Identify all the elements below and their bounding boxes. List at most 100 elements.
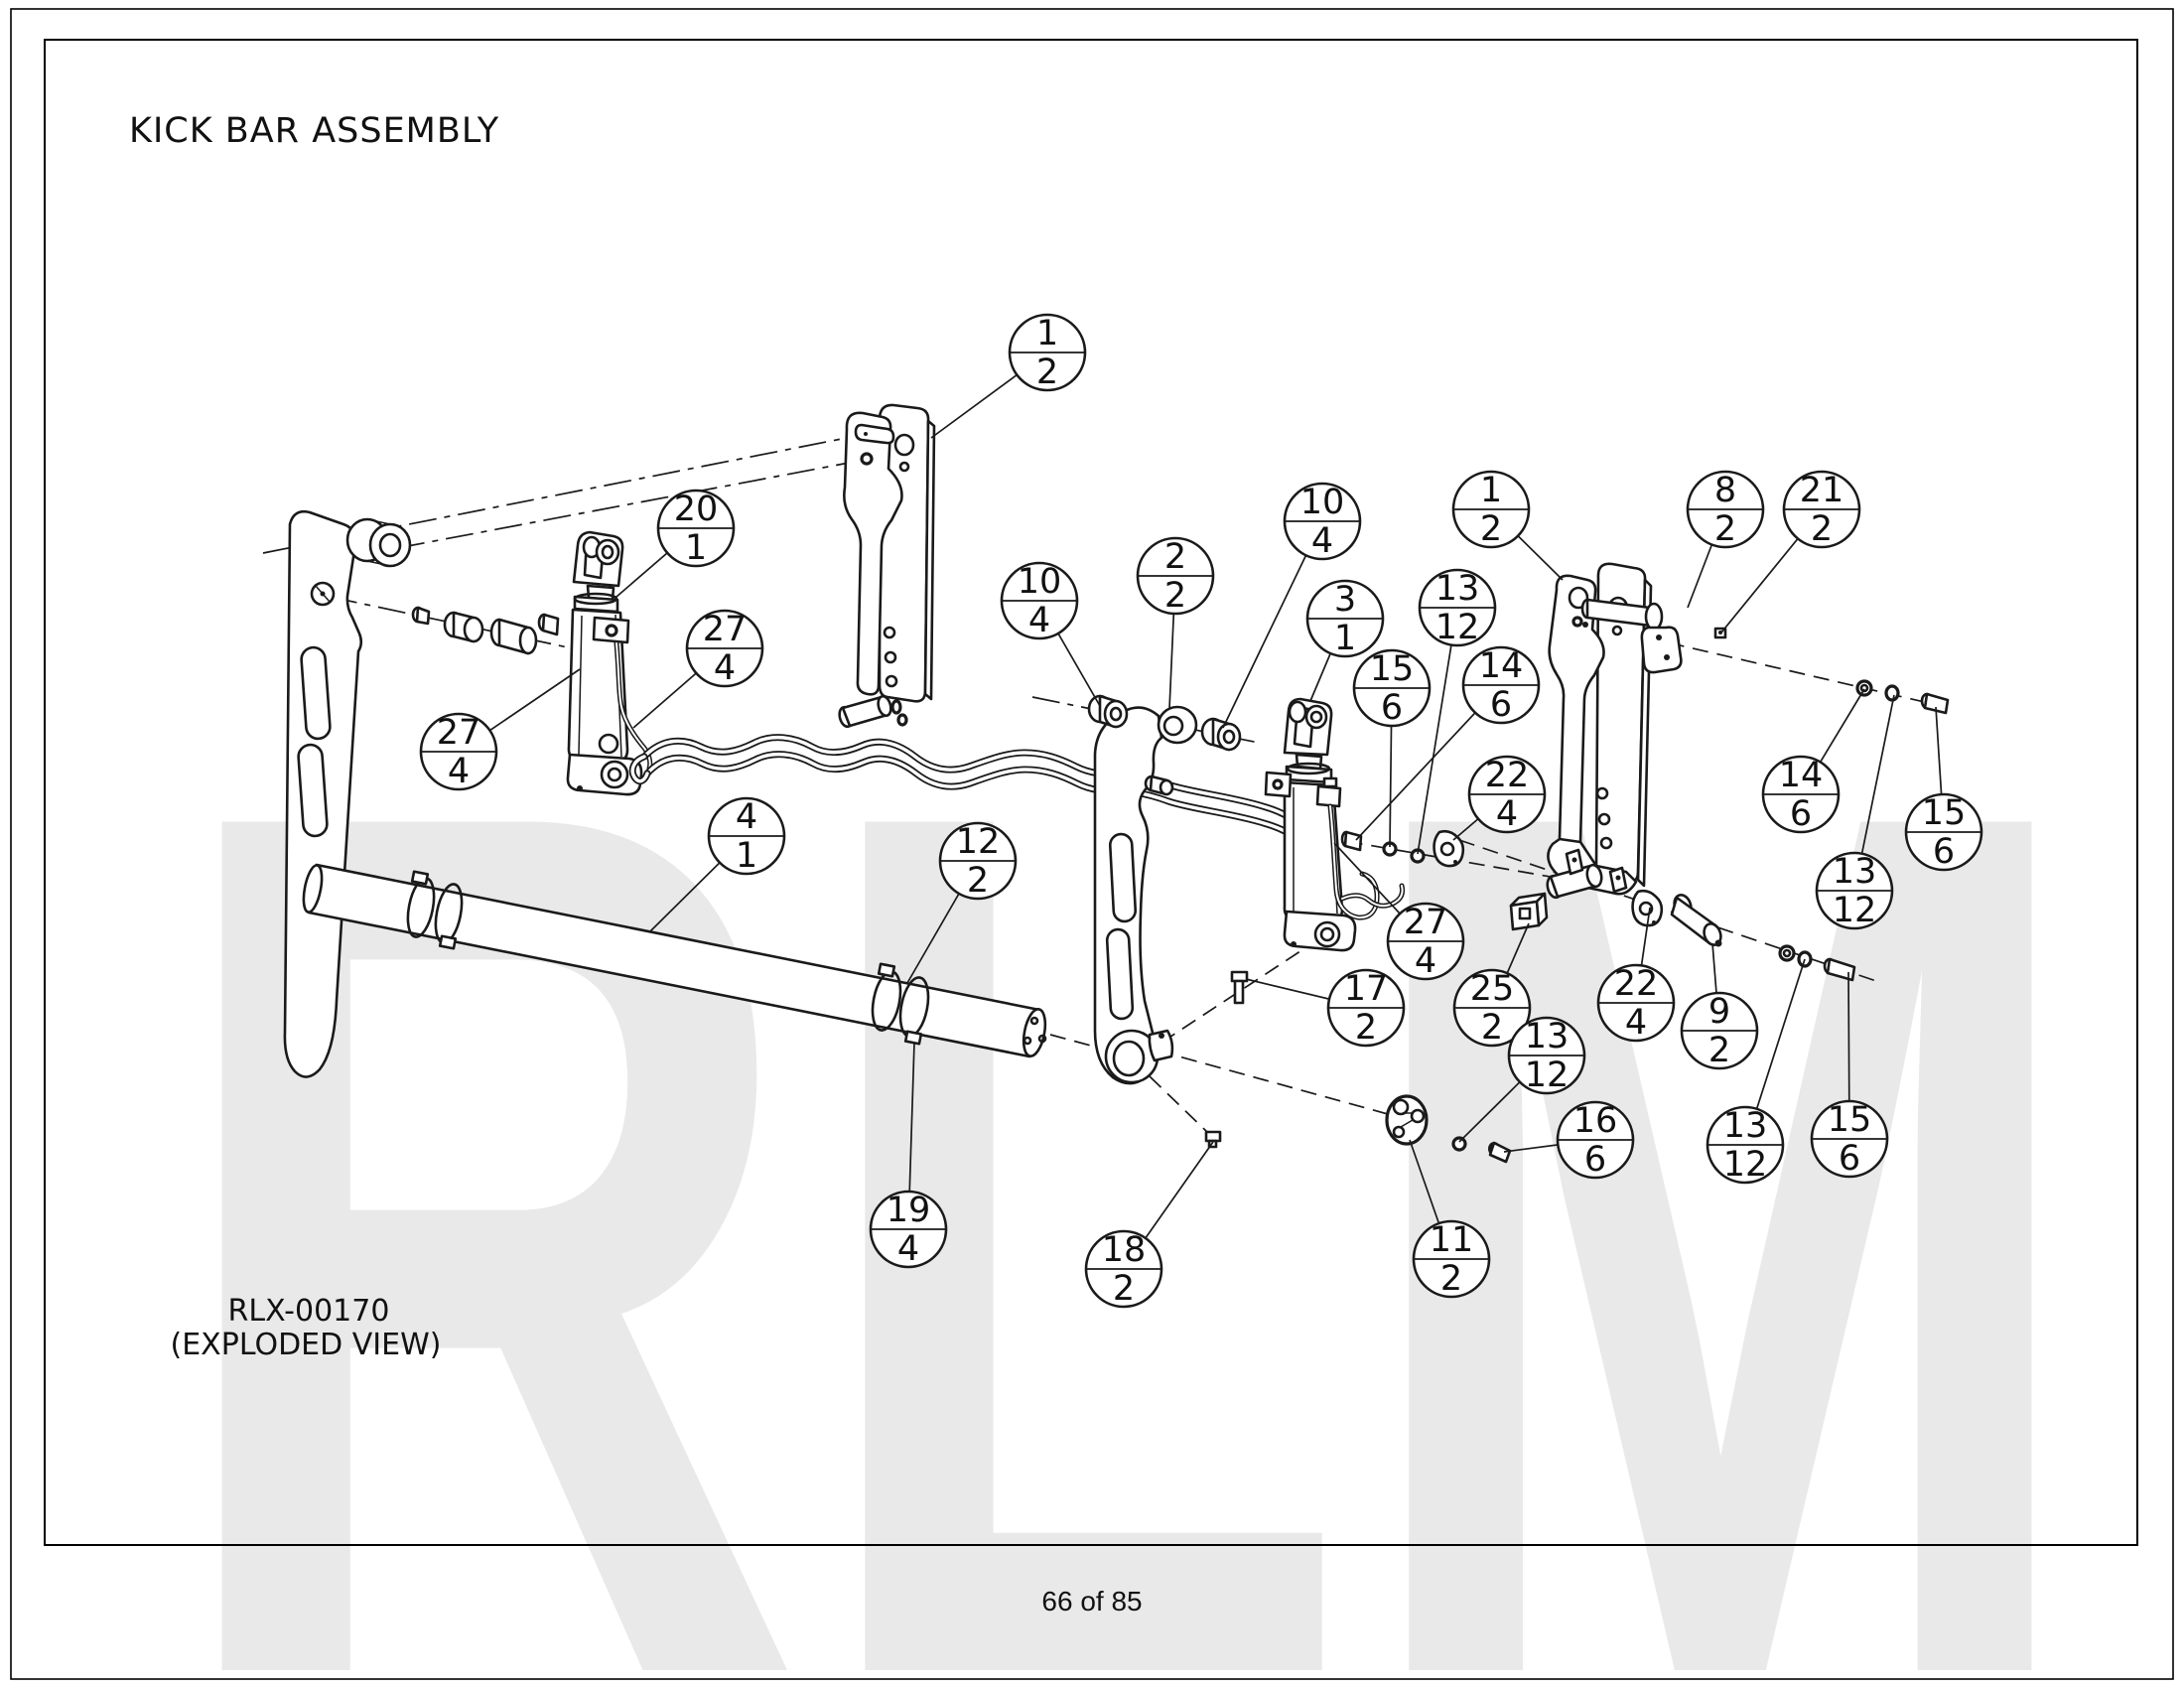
item-quantity: 6 [1584,1140,1606,1180]
callout-balloon: 146 [1355,645,1541,841]
callout-balloon: 212 [1720,470,1861,633]
item-quantity: 4 [1311,521,1333,561]
item-quantity: 2 [1708,1031,1730,1070]
item-number: 13 [1833,852,1877,892]
hydraulic-cylinder-right [1264,697,1406,952]
item-quantity: 12 [1723,1145,1768,1185]
item-number: 16 [1573,1101,1618,1141]
item-number: 22 [1614,964,1659,1004]
item-quantity: 1 [685,528,707,568]
item-quantity: 12 [1525,1055,1570,1095]
footer-view-label: (EXPLODED VIEW) [171,1328,442,1362]
callout-balloon: 201 [615,489,736,598]
item-number: 13 [1723,1106,1768,1146]
item-number: 14 [1479,646,1524,686]
item-number: 27 [437,713,481,753]
upright-bracket-right [1546,562,1653,900]
item-number: 1 [1480,471,1502,510]
item-quantity: 2 [1811,509,1833,549]
callout-balloon: 104 [1000,561,1101,707]
center-pivot-arm [1093,705,1198,1085]
callout-balloon: 156 [1810,971,1889,1179]
item-number: 14 [1779,756,1824,795]
item-quantity: 2 [1036,352,1058,392]
item-number: 13 [1525,1017,1570,1056]
item-number: 15 [1370,649,1415,689]
item-quantity: 1 [1334,619,1356,658]
item-quantity: 6 [1790,794,1812,834]
item-number: 2 [1164,537,1186,577]
item-quantity: 4 [714,648,736,688]
callout-balloon: 252 [1452,922,1532,1048]
item-number: 25 [1470,969,1515,1009]
callout-balloon: 22 [1136,536,1215,710]
item-number: 12 [956,822,1001,862]
item-number: 3 [1334,580,1356,620]
item-quantity: 6 [1490,685,1512,725]
item-quantity: 1 [736,836,757,876]
exploded-drawing [262,403,1950,1164]
item-quantity: 2 [1440,1259,1462,1299]
item-number: 21 [1800,471,1844,510]
item-number: 15 [1828,1100,1872,1140]
item-quantity: 2 [1113,1269,1135,1309]
callout-balloon: 112 [1409,1139,1491,1299]
tube-clamp-right [871,962,930,1046]
pivot-bushings [1087,694,1242,752]
callout-balloon: 224 [1452,755,1547,841]
hydraulic-cylinder-left [566,530,653,796]
clevis-pin-assembly [1580,598,1727,674]
item-number: 10 [1018,562,1062,602]
callout-balloon: 156 [1904,706,1983,872]
item-number: 20 [674,490,719,529]
item-number: 10 [1300,483,1345,522]
callout-balloon: 31 [1305,579,1385,702]
item-number: 8 [1714,471,1736,510]
outer-border [10,8,2174,1680]
callout-balloon: 182 [1084,1141,1214,1309]
item-number: 19 [887,1191,931,1230]
item-number: 22 [1485,756,1530,795]
item-quantity: 12 [1435,608,1480,647]
callout-balloon: 41 [649,796,786,932]
item-number: 27 [703,610,748,649]
tube-clamp-left [406,870,464,950]
callout-balloon: 274 [632,609,764,729]
callout-balloon: 166 [1503,1100,1635,1180]
item-quantity: 4 [448,752,470,791]
fastener-chain-upper-right [1855,679,1950,715]
pivot-link-upper [1433,829,1465,868]
callout-balloon: 104 [1222,482,1362,729]
item-number: 13 [1435,569,1480,609]
item-number: 17 [1344,969,1389,1009]
item-quantity: 2 [1480,509,1502,549]
rubber-stop-block [1509,892,1549,931]
callout-balloon: 194 [869,1042,948,1269]
pivot-pin-hardware-left [411,606,560,655]
item-number: 15 [1922,793,1967,833]
item-quantity: 4 [1496,794,1518,834]
item-quantity: 6 [1933,832,1955,872]
item-number: 9 [1708,992,1730,1032]
callout-balloon: 122 [906,821,1018,984]
footer-part-number: RLX-00170 [228,1294,390,1329]
upright-bracket-left [838,403,936,729]
leader-line [1417,607,1458,855]
callout-balloon: 224 [1596,907,1676,1043]
callout-balloon: 146 [1761,688,1865,834]
item-quantity: 4 [897,1229,919,1269]
item-quantity: 4 [1625,1003,1647,1043]
page-title: KICK BAR ASSEMBLY [129,111,499,151]
item-quantity: 2 [1355,1008,1377,1048]
item-number: 11 [1430,1220,1474,1260]
drawing-frame [44,39,2138,1546]
item-number: 1 [1036,314,1058,353]
pivot-link-lower [1631,889,1722,947]
left-mount-plate [283,509,412,1078]
callout-balloon: 274 [1333,842,1465,981]
